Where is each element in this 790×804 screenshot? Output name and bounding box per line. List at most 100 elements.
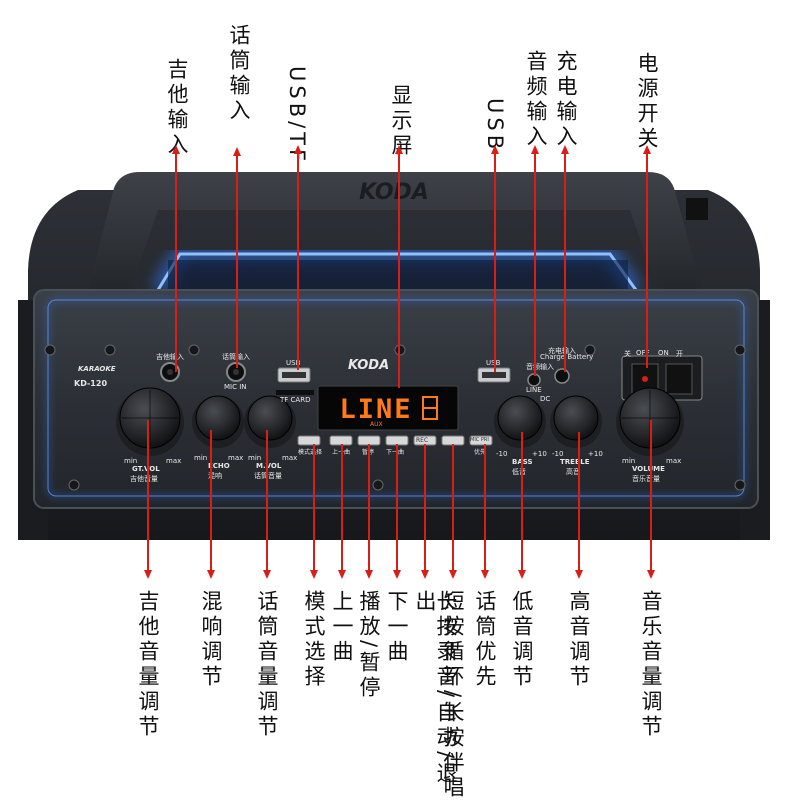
label-guitar-input: 吉他输入 [165, 58, 189, 158]
arrow-down-icon [575, 570, 583, 579]
echo-cn: 混响 [208, 472, 222, 480]
arrow-down-icon [647, 570, 655, 579]
callout-line [646, 152, 648, 368]
arrow-down-icon [449, 570, 457, 579]
btn-next-label: 下一曲 [386, 449, 405, 456]
arrow-up-icon [233, 147, 241, 156]
arrow-down-icon [481, 570, 489, 579]
callout-line [650, 420, 652, 570]
label-guitar-volume: 吉他音量调节 [136, 590, 160, 740]
gt-vol-cn: 吉他音量 [130, 475, 158, 483]
bass-minus: -10 [496, 450, 508, 458]
charge-cn-label: 充电输入 [548, 347, 576, 355]
label-mode: 模式选择 [302, 590, 326, 690]
label-charge-input: 充电输入 [554, 50, 578, 150]
arrow-down-icon [365, 570, 373, 579]
label-mic-priority: 话筒优先 [473, 590, 497, 690]
arrow-up-icon [491, 145, 499, 154]
treble-plus: +10 [588, 450, 603, 458]
label-prev: 上一曲 [330, 590, 354, 665]
model-number: KD-120 [74, 379, 108, 388]
callout-line [297, 152, 299, 370]
audio-in-label: 音频输入 [526, 363, 554, 371]
echo-label: ECHO [208, 462, 230, 470]
callout-line [484, 444, 486, 570]
echo-max: max [228, 454, 244, 462]
mvol-cn: 话筒音量 [254, 472, 282, 480]
guitar-in-label: 吉他输入 [156, 353, 184, 361]
callout-line [266, 430, 268, 570]
arrow-up-icon [172, 145, 180, 154]
btn-mic-cn-label: 优先 [474, 449, 487, 456]
label-power-switch: 电源开关 [635, 52, 659, 152]
label-play-pause: 播放/暂停 [357, 590, 381, 702]
callout-line [564, 152, 566, 372]
echo-min: min [194, 454, 208, 462]
vol-min: min [622, 457, 636, 465]
callout-line [534, 152, 536, 376]
label-echo: 混响调节 [199, 590, 223, 690]
treble-minus: -10 [552, 450, 564, 458]
mic-in-label: MIC IN [224, 383, 247, 391]
arrow-down-icon [207, 570, 215, 579]
btn-mode-label: 模式选择 [298, 449, 323, 456]
karaoke-logo: KARAOKE [78, 365, 116, 373]
vol-max: max [666, 457, 682, 465]
dc-label: DC [540, 395, 551, 403]
display-sub: AUX [370, 421, 383, 428]
usb-right-label: USB [486, 359, 500, 367]
arrow-up-icon [643, 145, 651, 154]
callout-line [341, 444, 343, 570]
callout-line [313, 444, 315, 570]
btn-rec-label: REC [416, 437, 429, 444]
callout-line [147, 420, 149, 570]
label-music-volume: 音乐音量调节 [639, 590, 663, 740]
arrow-down-icon [263, 570, 271, 579]
off-cn-label: 关 [624, 350, 631, 358]
mvol-label: M.VOL [256, 462, 282, 470]
panel-brand: KODA [348, 358, 390, 373]
label-mic-input: 话筒输入 [227, 24, 251, 124]
arrow-down-icon [421, 570, 429, 579]
on-cn-label: 开 [676, 350, 683, 358]
arrow-up-icon [395, 145, 403, 154]
volume-label: VOLUME [632, 465, 665, 473]
on-label: ON [658, 349, 669, 357]
label-loop: 短按循环/长按伴唱 [441, 590, 465, 802]
gt-max: max [166, 457, 182, 465]
label-usb: USB [483, 98, 507, 154]
usb-left-label: USB [286, 359, 301, 367]
handle-brand: KODA [359, 180, 429, 205]
callout-line [494, 152, 496, 372]
bass-cn: 低音 [512, 468, 526, 476]
callout-line [210, 430, 212, 570]
charge-en-label: Charge Battery [540, 353, 594, 361]
mvol-max: max [282, 454, 298, 462]
arrow-down-icon [338, 570, 346, 579]
arrow-up-icon [561, 145, 569, 154]
label-record: 长按录音/自动/退出 [413, 590, 458, 788]
btn-mic-label: MIC PRI [470, 437, 489, 443]
arrow-up-icon [531, 145, 539, 154]
tf-card-label: TF CARD [280, 396, 311, 404]
arrow-down-icon [144, 570, 152, 579]
callout-line [368, 444, 370, 570]
arrow-down-icon [518, 570, 526, 579]
treble-label: TREBLE [560, 458, 590, 466]
arrow-down-icon [393, 570, 401, 579]
callout-line [424, 444, 426, 570]
line-label: LINE [526, 386, 542, 394]
treble-cn: 高音 [566, 468, 580, 476]
mvol-min: min [248, 454, 262, 462]
label-mic-volume: 话筒音量调节 [255, 590, 279, 740]
arrow-down-icon [310, 570, 318, 579]
callout-line [236, 154, 238, 368]
gt-vol-label: GT.VOL [132, 465, 160, 473]
callout-line [521, 432, 523, 570]
callout-line [175, 152, 177, 372]
callout-line [452, 444, 454, 570]
callout-line [396, 444, 398, 570]
display-text: LINE [339, 394, 412, 425]
label-next: 下一曲 [385, 590, 409, 665]
arrow-up-icon [294, 145, 302, 154]
